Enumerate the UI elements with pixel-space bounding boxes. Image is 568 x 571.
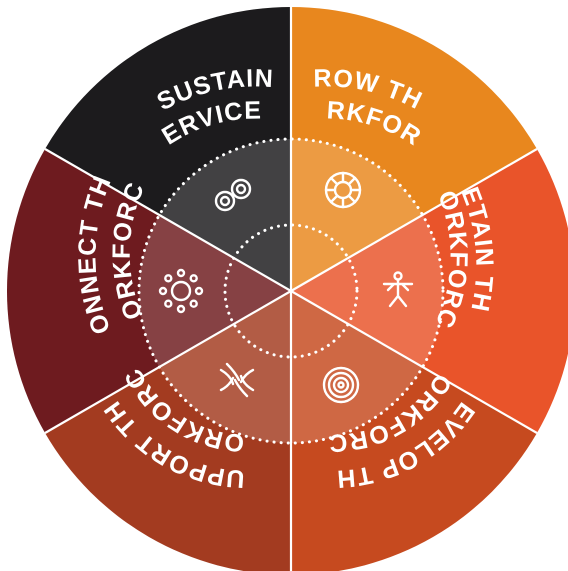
gathering-circle-icon	[158, 268, 204, 314]
segment-grow-the-workforce[interactable]	[291, 6, 537, 292]
dotted-ring-outer	[137, 137, 445, 445]
segment-sustain-services[interactable]	[45, 7, 291, 291]
outer-ring	[6, 6, 568, 571]
concentric-circles-icon	[322, 366, 360, 404]
segment-retain-the-workforce[interactable]	[291, 149, 568, 433]
segment-dividers	[44, 7, 538, 571]
interlocking-hands-icon	[219, 362, 255, 398]
sun-circle-icon	[324, 171, 362, 209]
segment-connect-the-workforce[interactable]	[6, 149, 291, 433]
dotted-ring-inner	[223, 223, 359, 359]
segment-icons	[158, 171, 414, 404]
person-figure-icon	[382, 271, 414, 308]
infinity-knot-icon	[214, 178, 252, 212]
segment-support-the-workforce[interactable]	[45, 291, 291, 571]
segment-develop-the-workforce[interactable]	[291, 291, 537, 571]
